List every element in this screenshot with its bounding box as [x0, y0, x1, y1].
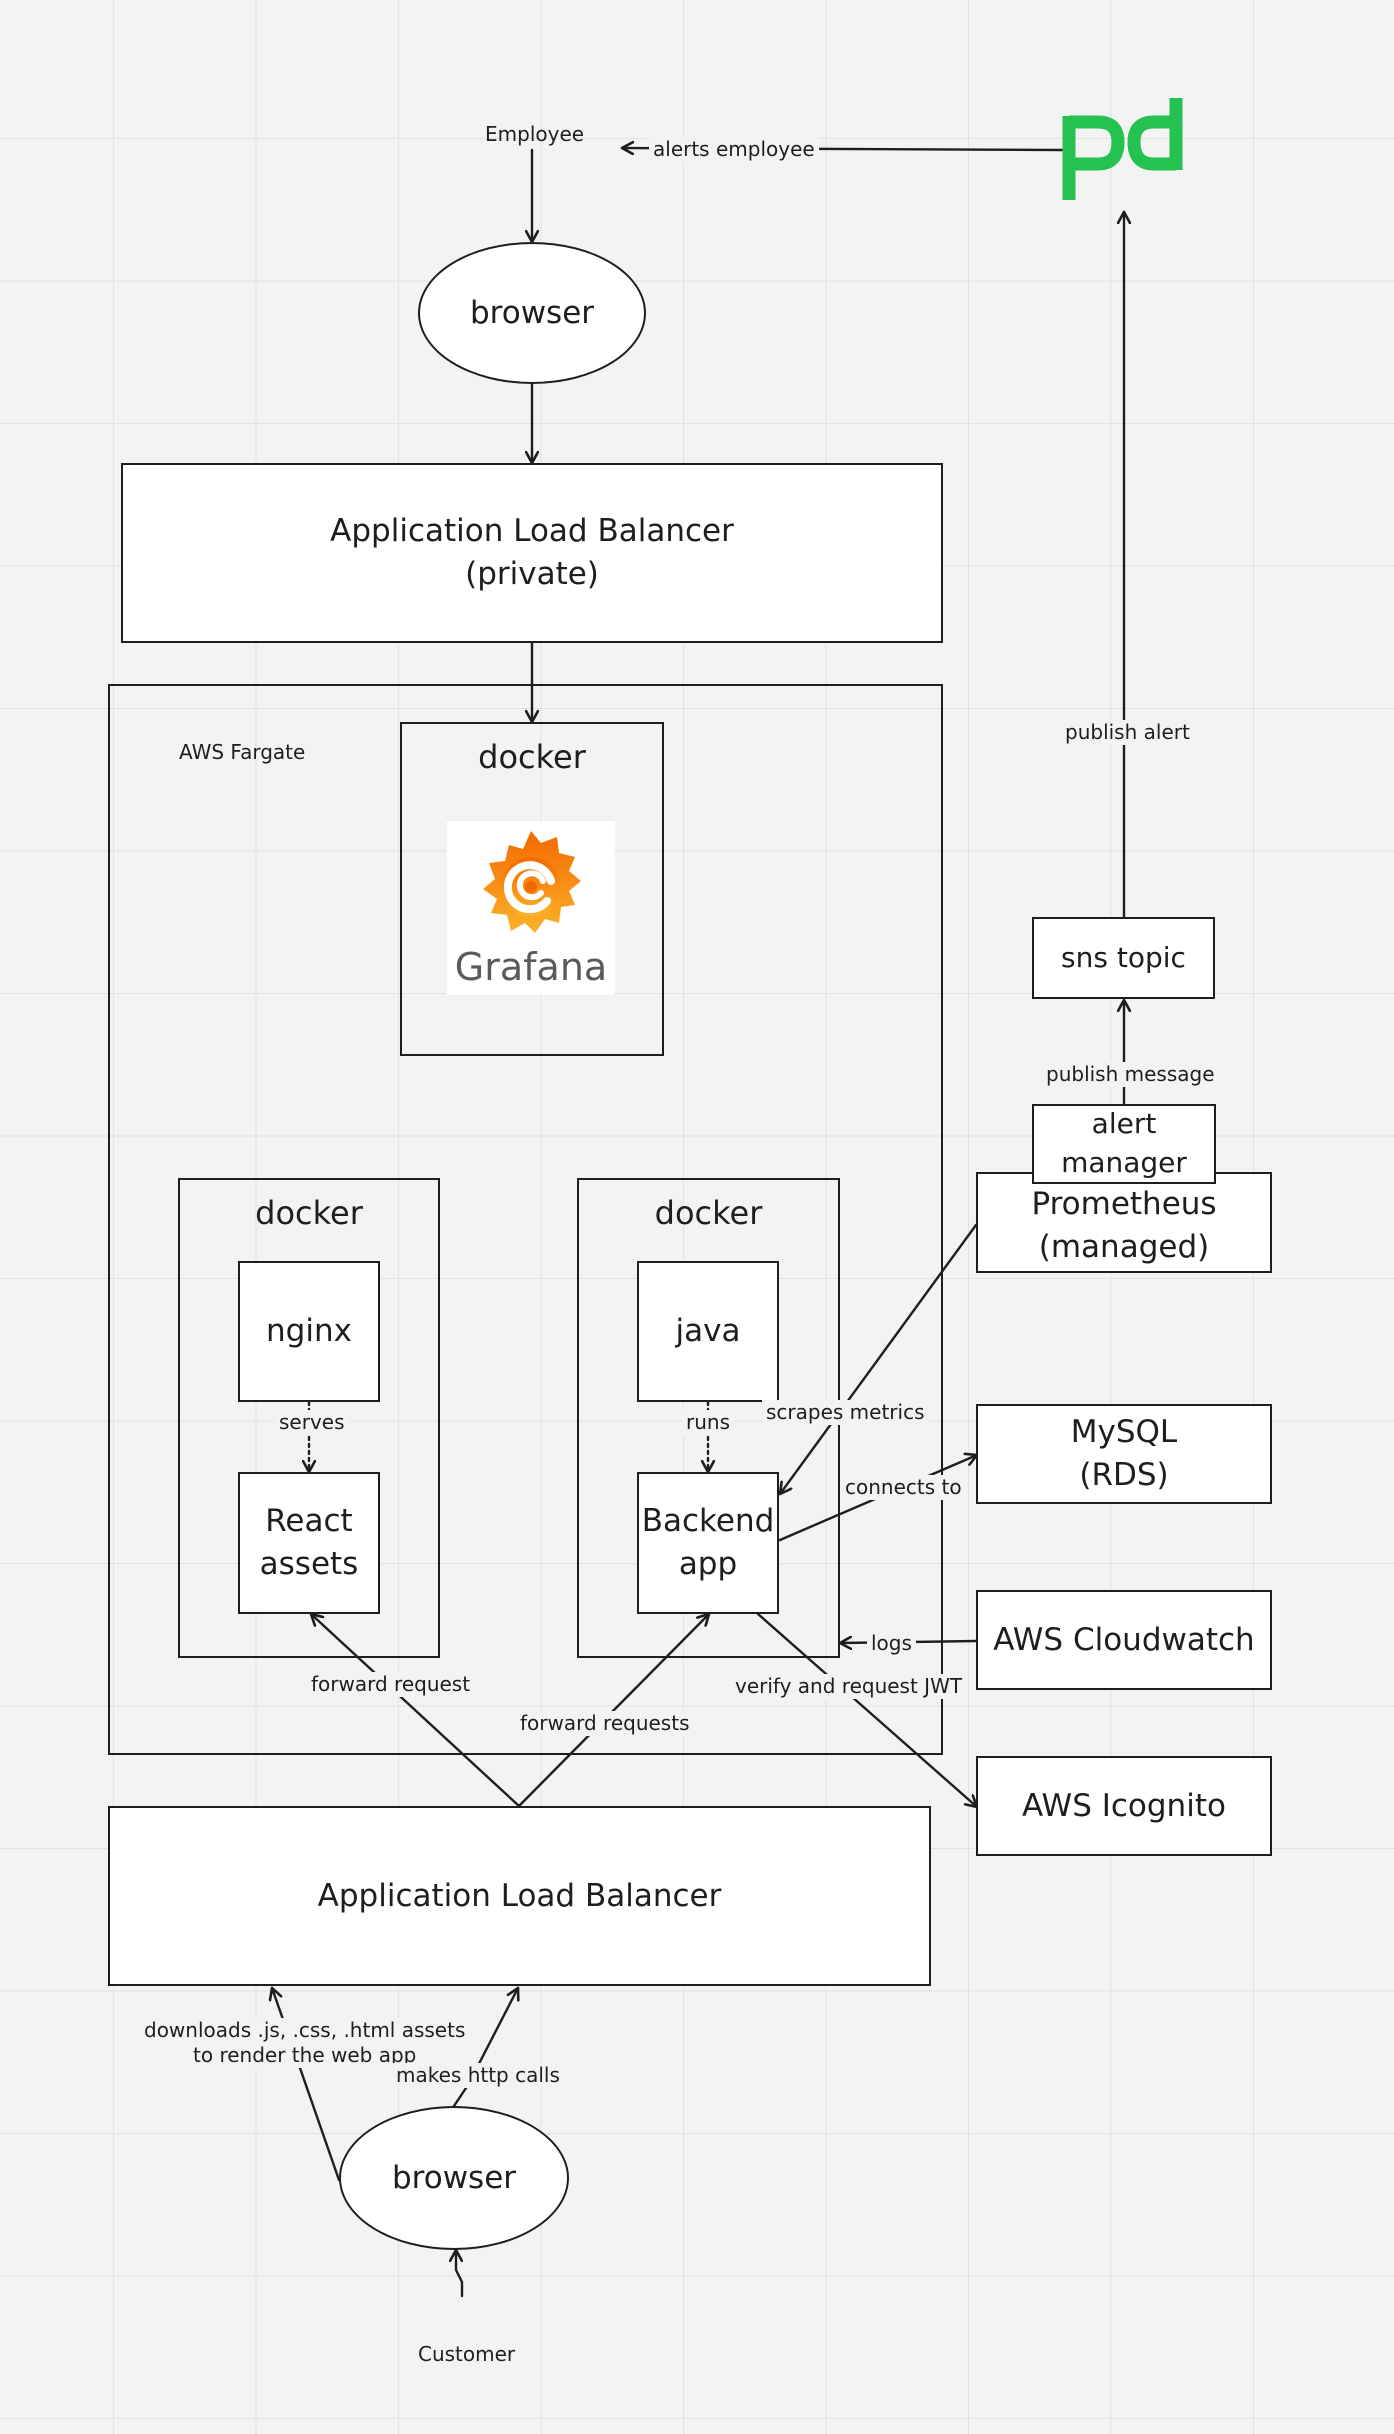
docker-grafana-container: docker	[400, 722, 664, 1056]
cloudwatch-node: AWS Cloudwatch	[976, 1590, 1272, 1690]
grafana-logo-text: Grafana	[454, 945, 608, 989]
browser-top-label: browser	[469, 294, 595, 331]
runs-label: runs	[682, 1410, 734, 1435]
prometheus-node: Prometheus (managed)	[976, 1172, 1272, 1273]
docker-java-label: docker	[654, 1194, 763, 1232]
browser-bottom-node: browser	[339, 2106, 569, 2250]
forward-requests-label: forward requests	[516, 1711, 694, 1736]
mysql-label: MySQL (RDS)	[1070, 1414, 1178, 1493]
downloads-assets-label: downloads .js, .css, .html assets to ren…	[140, 2018, 470, 2068]
makes-http-calls-label: makes http calls	[392, 2063, 564, 2088]
edge-alb-react	[311, 1614, 521, 1808]
docker-nginx-container: docker	[178, 1178, 440, 1658]
edge-browser-alb-assets	[272, 1988, 341, 2182]
mysql-node: MySQL (RDS)	[976, 1404, 1272, 1504]
react-assets-node: React assets	[238, 1472, 380, 1614]
browser-bottom-label: browser	[391, 2159, 517, 2196]
sns-topic-label: sns topic	[1061, 940, 1186, 974]
alb-public-label: Application Load Balancer	[317, 1877, 722, 1914]
alert-manager-node: alert manager	[1032, 1104, 1216, 1184]
aws-fargate-container	[108, 684, 943, 1755]
edge-customer-browser	[456, 2250, 464, 2298]
scrapes-metrics-label: scrapes metrics	[762, 1400, 929, 1425]
java-label: java	[675, 1313, 741, 1350]
serves-label: serves	[275, 1410, 349, 1435]
backend-app-label: Backend app	[641, 1503, 775, 1582]
docker-nginx-label: docker	[255, 1194, 363, 1232]
aws-fargate-label: AWS Fargate	[179, 740, 306, 764]
customer-label: Customer	[418, 2342, 516, 2366]
forward-request-label: forward request	[307, 1672, 475, 1697]
react-assets-label: React assets	[259, 1503, 359, 1582]
docker-grafana-label: docker	[478, 738, 586, 776]
publish-message-label: publish message	[1042, 1062, 1219, 1087]
nginx-node: nginx	[238, 1261, 380, 1402]
alb-public-node: Application Load Balancer	[108, 1806, 931, 1986]
alb-private-label: Application Load Balancer (private)	[330, 513, 734, 592]
icognito-node: AWS Icognito	[976, 1756, 1272, 1856]
prometheus-label: Prometheus (managed)	[1031, 1185, 1217, 1265]
alb-private-node: Application Load Balancer (private)	[121, 463, 943, 643]
sns-topic-node: sns topic	[1032, 917, 1215, 999]
cloudwatch-label: AWS Cloudwatch	[993, 1621, 1255, 1658]
employee-label: Employee	[485, 122, 585, 146]
backend-app-node: Backend app	[637, 1472, 779, 1614]
java-node: java	[637, 1261, 779, 1402]
nginx-label: nginx	[266, 1313, 352, 1350]
browser-top-node: browser	[418, 242, 646, 384]
alerts-employee-label: alerts employee	[649, 137, 819, 162]
edge-prometheus-backend	[780, 1223, 978, 1494]
logs-label: logs	[867, 1631, 916, 1656]
icognito-label: AWS Icognito	[1022, 1787, 1226, 1824]
edge-backend-icognito	[756, 1612, 977, 1807]
pagerduty-logo-icon	[1062, 96, 1190, 204]
connects-to-label: connects to	[841, 1475, 966, 1500]
publish-alert-label: publish alert	[1061, 720, 1194, 745]
verify-jwt-label: verify and request JWT	[731, 1674, 967, 1699]
alert-manager-label: alert manager	[1061, 1107, 1187, 1179]
edge-alb-backend	[517, 1614, 709, 1808]
grafana-logo-icon: Grafana	[447, 821, 615, 995]
